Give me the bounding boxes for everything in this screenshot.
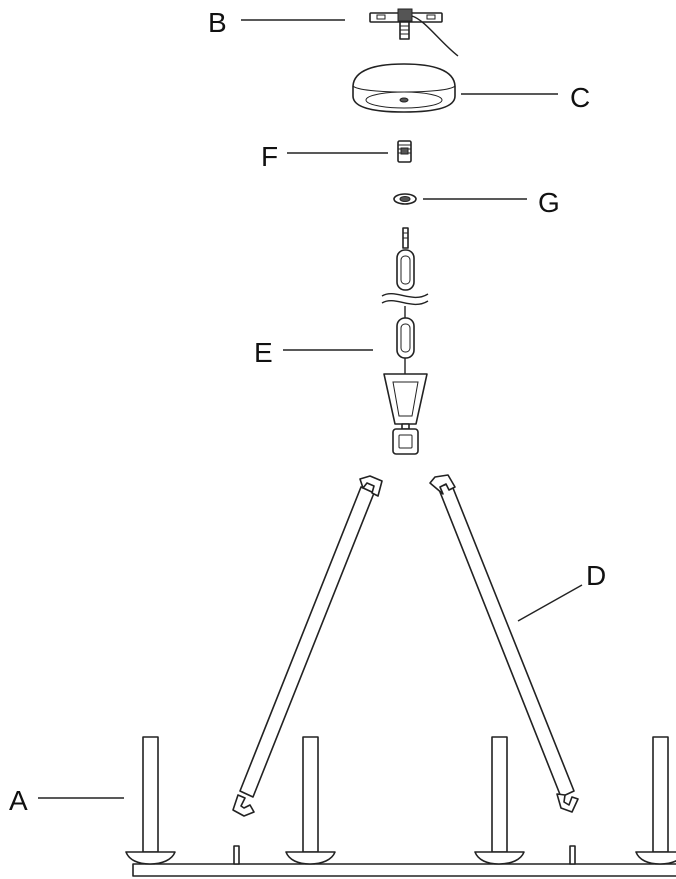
- label-a: A: [9, 785, 28, 816]
- part-f-coupling: [397, 140, 412, 163]
- part-g-lock-nut: [393, 193, 417, 205]
- part-b-crossbar: [369, 8, 459, 57]
- label-b: B: [208, 7, 227, 38]
- leader-line-d: [517, 584, 583, 622]
- label-d: D: [586, 560, 606, 591]
- part-c-canopy: [352, 63, 456, 113]
- part-d-arm-left: [232, 475, 383, 817]
- label-f: F: [261, 141, 278, 172]
- part-e-chain: [381, 227, 429, 455]
- label-e: E: [254, 337, 273, 368]
- part-d-arm-right: [429, 474, 579, 813]
- part-a-body: [125, 736, 676, 877]
- label-c: C: [570, 82, 590, 113]
- label-g: G: [538, 187, 560, 218]
